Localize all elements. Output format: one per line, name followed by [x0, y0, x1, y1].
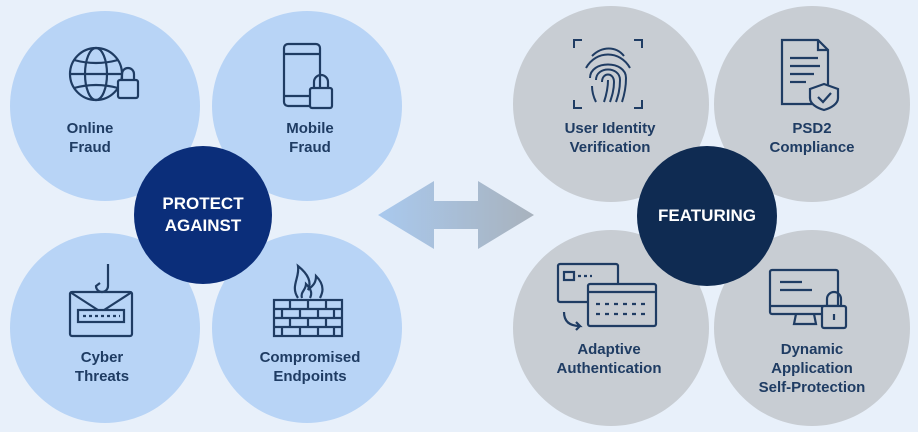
label-line: Online	[66, 120, 114, 137]
center-label-line: FEATURING	[658, 206, 756, 225]
fingerprint-icon	[572, 38, 644, 110]
psd2-label: PSD2 Compliance	[756, 119, 868, 157]
protect-against-center: PROTECT AGAINST	[134, 146, 272, 284]
label-line: Threats	[74, 368, 130, 385]
label-line: Dynamic	[780, 341, 844, 358]
double-arrow-icon	[378, 181, 534, 254]
adaptive-auth-label: Adaptive Authentication	[546, 340, 672, 378]
label-line: Adaptive	[577, 341, 641, 358]
online-fraud-label: Online Fraud	[40, 119, 140, 157]
center-label-line: AGAINST	[164, 216, 242, 235]
label-line: Application	[771, 360, 853, 377]
label-line: Endpoints	[273, 368, 347, 385]
label-line: PSD2	[792, 120, 832, 137]
globe-lock-icon	[66, 42, 142, 108]
firewall-icon	[272, 262, 344, 340]
label-line: Verification	[569, 139, 651, 156]
label-line: Self-Protection	[758, 379, 866, 396]
label-line: Cyber	[80, 349, 124, 366]
dynamic-app-label: Dynamic Application Self-Protection	[746, 340, 878, 397]
cards-icon	[556, 262, 658, 334]
label-line: User Identity	[564, 120, 656, 137]
document-shield-icon	[780, 38, 842, 112]
center-label-line: PROTECT	[162, 194, 244, 213]
label-line: Fraud	[289, 139, 331, 156]
label-line: Mobile	[286, 120, 334, 137]
monitor-lock-icon	[768, 268, 852, 334]
label-line: Fraud	[69, 139, 111, 156]
label-line: Authentication	[556, 360, 662, 377]
cyber-threats-label: Cyber Threats	[52, 348, 152, 386]
user-identity-label: User Identity Verification	[550, 119, 670, 157]
mobile-fraud-label: Mobile Fraud	[258, 119, 362, 157]
phone-lock-icon	[282, 42, 336, 112]
phishing-icon	[68, 262, 134, 342]
compromised-endpoints-label: Compromised Endpoints	[246, 348, 374, 386]
label-line: Compliance	[769, 139, 855, 156]
featuring-center: FEATURING	[637, 146, 777, 286]
label-line: Compromised	[259, 349, 361, 366]
